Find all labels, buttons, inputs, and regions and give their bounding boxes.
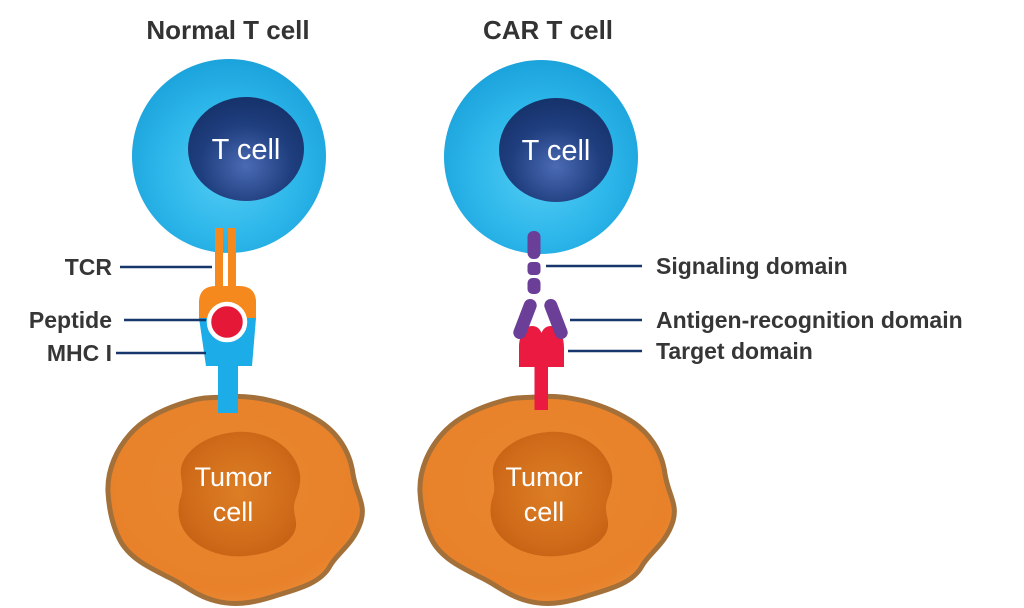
tumor-cell-label-line1-left: Tumor bbox=[194, 462, 271, 492]
car-signaling-segment-2 bbox=[527, 262, 541, 275]
peptide-label: Peptide bbox=[29, 307, 112, 333]
mhc-molecule bbox=[199, 318, 256, 413]
car-signaling-segment-1 bbox=[527, 231, 541, 259]
tumor-cell-label-line2-right: cell bbox=[524, 497, 565, 527]
target-antigen-stem bbox=[534, 360, 548, 410]
mhc-label: MHC I bbox=[47, 340, 112, 366]
car-signaling-segment-3 bbox=[527, 278, 541, 294]
signaling-domain-label: Signaling domain bbox=[656, 253, 848, 279]
car-antigen-recognition-arm-left bbox=[513, 298, 537, 340]
target-antigen-head bbox=[519, 326, 564, 367]
antigen-recognition-label: Antigen-recognition domain bbox=[656, 307, 963, 333]
target-domain-label: Target domain bbox=[656, 338, 813, 364]
car-antigen-recognition-arm-right bbox=[544, 298, 568, 340]
tcr-prong-left bbox=[215, 228, 223, 290]
t-cell-label-left: T cell bbox=[212, 134, 281, 166]
car-receptor bbox=[513, 231, 568, 340]
tcr-prong-right bbox=[228, 228, 236, 290]
tumor-cell-label-line2-left: cell bbox=[213, 497, 254, 527]
t-cell-nucleus-left bbox=[188, 97, 304, 201]
tumor-cell-label-line1-right: Tumor bbox=[505, 462, 582, 492]
t-cell-label-right: T cell bbox=[522, 135, 591, 167]
normal-t-cell-title: Normal T cell bbox=[146, 15, 309, 45]
car-t-cell-title: CAR T cell bbox=[483, 15, 613, 45]
peptide-dot bbox=[206, 301, 248, 343]
t-cell-nucleus-right bbox=[499, 98, 613, 202]
car-target-domain bbox=[519, 326, 564, 410]
tcr-label: TCR bbox=[65, 254, 113, 280]
